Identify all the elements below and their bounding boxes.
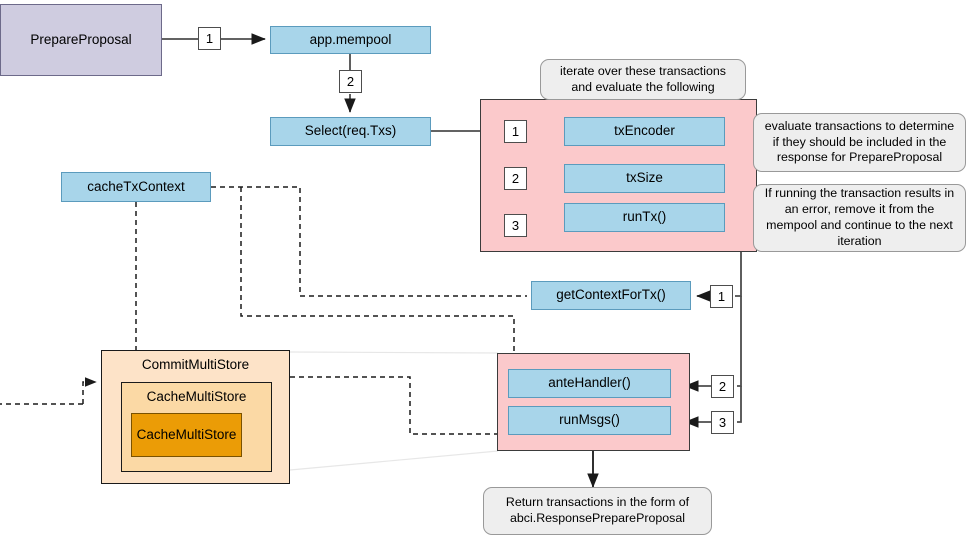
wire-feedback-to-commitmultistore (82, 377, 97, 404)
badge-step-tx-encoder: 1 (504, 120, 527, 143)
node-label: runTx() (622, 209, 667, 225)
wire-spine-to-antehandler (737, 296, 742, 387)
wire-commitmultistore-to-runmsgs (290, 376, 509, 439)
wire-cachetxcontext-to-antehandler (240, 187, 519, 371)
badge-label: 3 (511, 218, 520, 233)
cache-multi-store-outer-label: CacheMultiStore (146, 389, 247, 404)
node-get-context-for-tx[interactable]: getContextForTx() (531, 281, 691, 310)
badge-step-get-context: 1 (710, 285, 733, 308)
badge-step-run-tx: 3 (504, 214, 527, 237)
badge-label: 1 (717, 289, 726, 304)
node-cache-multi-store-inner[interactable]: CacheMultiStore (131, 413, 242, 457)
commit-multi-store-label: CommitMultiStore (141, 357, 250, 372)
note-text: evaluate transactions to determine if th… (764, 118, 955, 165)
node-ante-handler[interactable]: anteHandler() (508, 369, 671, 398)
node-label: CacheMultiStore (136, 426, 237, 442)
node-select-req-txs[interactable]: Select(req.Txs) (270, 117, 431, 146)
node-app-mempool[interactable]: app.mempool (270, 26, 431, 54)
node-label: cacheTxContext (87, 178, 185, 194)
node-label: runMsgs() (559, 412, 620, 428)
badge-step-run-msgs: 3 (711, 411, 734, 434)
node-run-msgs[interactable]: runMsgs() (508, 406, 671, 435)
note-text: Return transactions in the form of abci.… (505, 495, 690, 525)
badge-label: 3 (718, 415, 727, 430)
note-error-handling: If running the transaction results in an… (753, 184, 966, 252)
badge-step-tx-size: 2 (504, 167, 527, 190)
group-run-tx-internals (497, 353, 690, 451)
node-cache-tx-context[interactable]: cacheTxContext (61, 172, 211, 202)
badge-label: 1 (205, 31, 214, 46)
note-text: If running the transaction results in an… (764, 186, 955, 248)
node-label: PrepareProposal (30, 31, 132, 47)
node-label: txSize (626, 170, 663, 186)
wire-faint-top (289, 351, 499, 354)
wire-faint-bottom (289, 450, 499, 471)
badge-label: 1 (511, 124, 520, 139)
node-label: txEncoder (614, 123, 675, 139)
badge-step-ante-handler: 2 (711, 375, 734, 398)
badge-prepare-to-mempool: 1 (198, 27, 221, 50)
node-tx-size[interactable]: txSize (564, 164, 725, 193)
note-evaluate: evaluate transactions to determine if th… (753, 113, 966, 172)
badge-label: 2 (511, 171, 520, 186)
node-label: Select(req.Txs) (304, 123, 397, 139)
node-tx-encoder[interactable]: txEncoder (564, 117, 725, 146)
note-text: iterate over these transactions and eval… (560, 63, 726, 94)
badge-mempool-to-select: 2 (339, 70, 362, 93)
node-label: app.mempool (309, 31, 392, 47)
wire-spine-to-runmsgs (737, 386, 742, 423)
node-prepare-proposal[interactable]: PrepareProposal (0, 4, 162, 76)
node-run-tx[interactable]: runTx() (564, 203, 725, 232)
note-return: Return transactions in the form of abci.… (483, 487, 712, 535)
badge-label: 2 (346, 74, 355, 89)
node-label: anteHandler() (548, 375, 631, 391)
node-label: getContextForTx() (556, 287, 666, 303)
note-iterate: iterate over these transactions and eval… (540, 59, 746, 100)
badge-label: 2 (718, 379, 727, 394)
